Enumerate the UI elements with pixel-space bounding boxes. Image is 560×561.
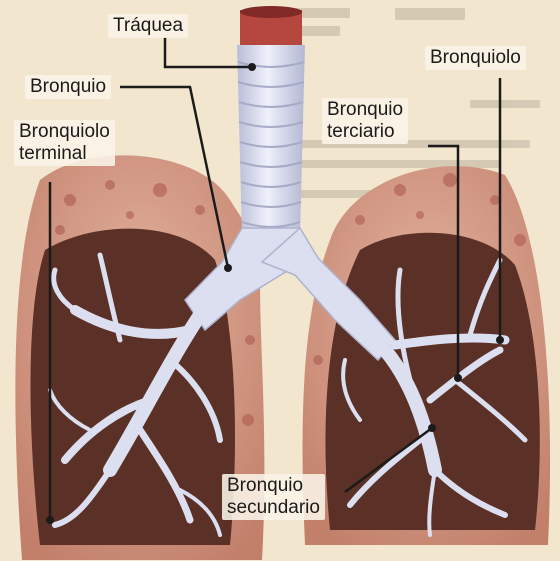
label-bronquiolo: Bronquiolo <box>425 46 526 70</box>
label-bronquio-terciario: Bronquio terciario <box>322 98 408 144</box>
label-bronquio: Bronquio <box>25 75 111 99</box>
label-bronquio-secundario-line1: Bronquio <box>227 475 320 497</box>
label-bronquio-terciario-line2: terciario <box>327 121 403 143</box>
label-bronquiolo-terminal: Bronquiolo terminal <box>14 120 115 166</box>
label-bronquiolo-terminal-line1: Bronquiolo <box>19 121 110 143</box>
label-bronquio-secundario: Bronquio secundario <box>222 474 325 520</box>
label-bronquio-terciario-line1: Bronquio <box>327 99 403 121</box>
label-bronquio-secundario-line2: secundario <box>227 497 320 519</box>
label-traquea: Tráquea <box>108 14 188 38</box>
label-bronquiolo-terminal-line2: terminal <box>19 143 110 165</box>
right-lung <box>303 166 551 545</box>
trachea <box>237 6 305 235</box>
